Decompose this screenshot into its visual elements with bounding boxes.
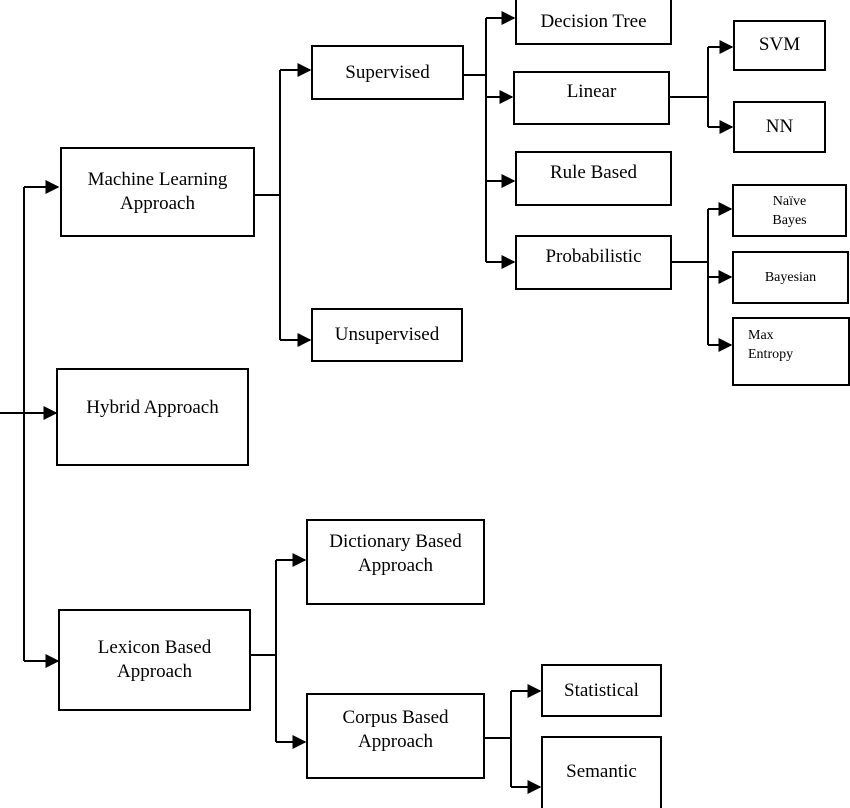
- node-label: Rule Based: [549, 161, 638, 183]
- node-supervised: Supervised: [311, 45, 464, 100]
- node-lexicon-based-approach: Lexicon Based Approach: [58, 609, 251, 711]
- node-label: Linear: [566, 81, 617, 102]
- node-label: Dictionary Based Approach: [329, 531, 462, 576]
- node-dictionary-based-approach: Dictionary Based Approach: [306, 519, 485, 605]
- node-linear: Linear: [513, 71, 670, 125]
- node-rule-based: Rule Based: [515, 151, 672, 206]
- linear-connectors: [669, 40, 734, 134]
- node-label: Decision Tree: [540, 10, 647, 32]
- node-label: SVM: [758, 33, 801, 55]
- supervised-connectors: [463, 11, 516, 269]
- node-label: Corpus Based Approach: [342, 707, 449, 752]
- node-label: Max Entropy: [748, 327, 794, 362]
- node-machine-learning-approach: Machine Learning Approach: [60, 147, 255, 237]
- probabilistic-connectors: [671, 202, 733, 352]
- node-bayesian: Bayesian: [732, 251, 849, 304]
- node-max-entropy: Max Entropy: [732, 317, 850, 386]
- node-semantic: Semantic: [541, 736, 662, 808]
- root-connectors: [0, 180, 60, 668]
- node-label: NN: [765, 116, 794, 137]
- node-corpus-based-approach: Corpus Based Approach: [306, 693, 485, 779]
- node-label: Unsupervised: [334, 324, 440, 345]
- node-hybrid-approach: Hybrid Approach: [56, 368, 249, 466]
- node-svm: SVM: [733, 20, 826, 71]
- node-label: Naïve Bayes: [772, 193, 807, 228]
- node-statistical: Statistical: [541, 664, 662, 717]
- node-label: Bayesian: [764, 270, 817, 285]
- node-naive-bayes: Naïve Bayes: [732, 184, 847, 237]
- node-label: Supervised: [345, 61, 430, 83]
- node-nn: NN: [733, 101, 826, 153]
- node-decision-tree: Decision Tree: [515, 0, 672, 45]
- node-label: Semantic: [566, 761, 637, 782]
- node-probabilistic: Probabilistic: [515, 235, 672, 290]
- lexicon-connectors: [250, 553, 307, 749]
- node-label: Statistical: [564, 679, 639, 701]
- ml-connectors: [255, 63, 312, 347]
- node-label: Probabilistic: [545, 245, 642, 267]
- node-label: Lexicon Based Approach: [97, 637, 212, 682]
- node-label: Machine Learning Approach: [87, 169, 228, 214]
- node-label: Hybrid Approach: [86, 397, 219, 418]
- node-unsupervised: Unsupervised: [311, 308, 463, 362]
- corpus-connectors: [484, 684, 542, 794]
